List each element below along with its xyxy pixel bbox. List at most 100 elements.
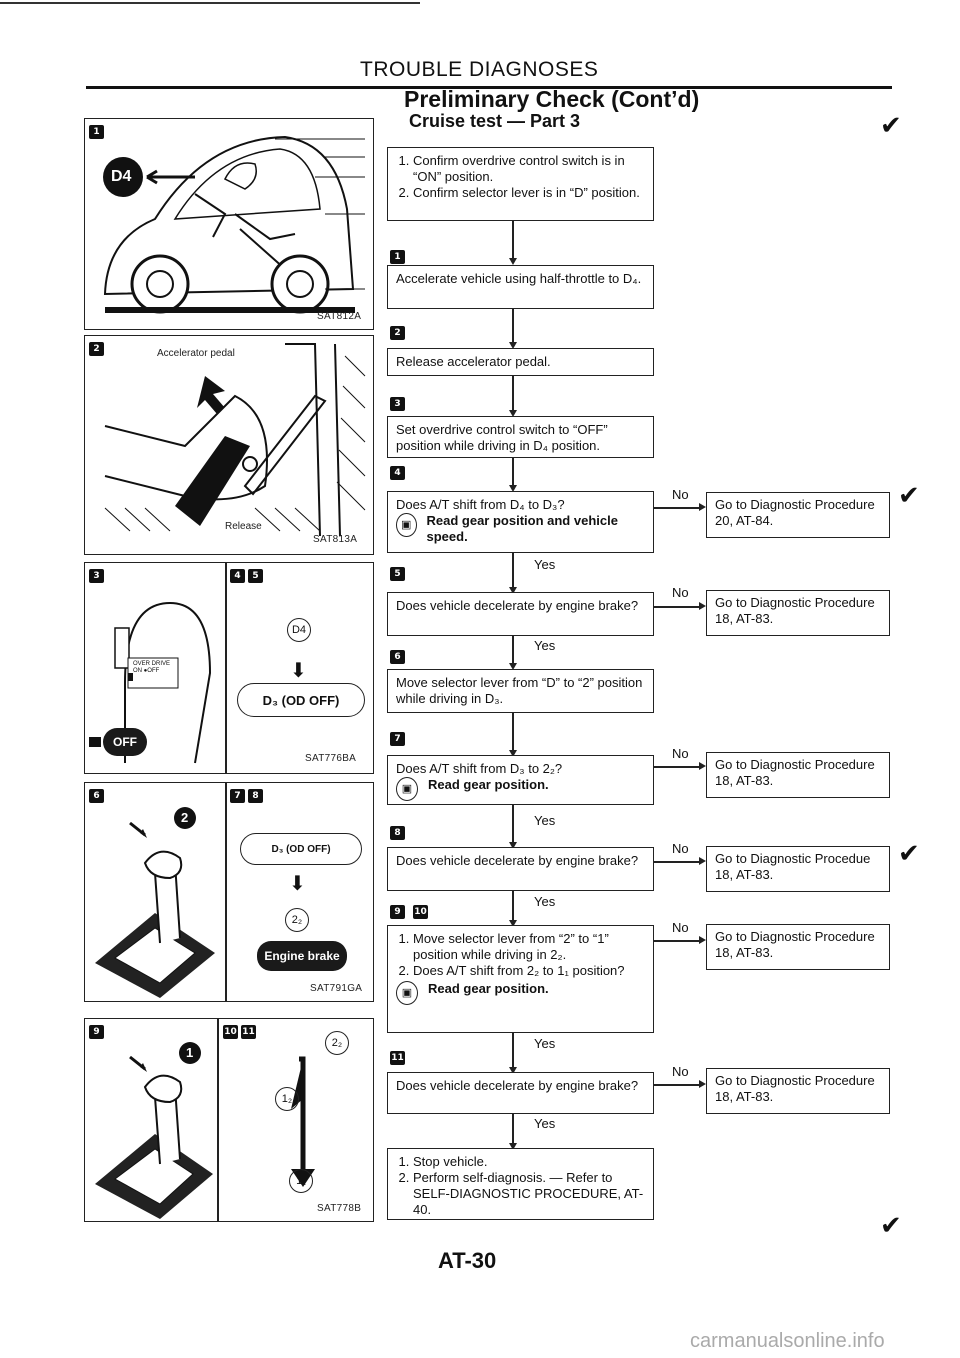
- margin-check-icon: ✔: [898, 838, 920, 868]
- d3-od-off-oval: D₃ (OD OFF): [237, 683, 365, 717]
- step-4-note: Read gear position and vehicle speed.: [426, 513, 618, 544]
- flow-connector: [512, 458, 514, 486]
- off-button: OFF: [89, 728, 149, 756]
- flow-connector: [512, 553, 514, 588]
- step-badge: 6: [390, 650, 405, 664]
- no-label: No: [672, 585, 689, 600]
- yes-label: Yes: [534, 638, 556, 653]
- intro-box: Confirm overdrive control switch is in “…: [387, 147, 654, 221]
- step-11-text: Does vehicle decelerate by engine brake?: [396, 1078, 639, 1093]
- watermark: carmanualsonline.info: [690, 1330, 885, 1352]
- flow-arrow-icon: [509, 342, 517, 349]
- no-label: No: [672, 1064, 689, 1079]
- no-target-text: Go to Diagnostic Procedure 18, AT-83.: [715, 595, 875, 626]
- step-4-question: Does A/T shift from D₄ to D₃?: [396, 497, 565, 512]
- final-item-2: Perform self-diagnosis. — Refer to SELF-…: [413, 1170, 645, 1218]
- top-rule: [0, 2, 420, 4]
- step-9-item-1: Move selector lever from “2” to “1” posi…: [413, 931, 645, 963]
- gear-1-2-circle: 1₂: [275, 1087, 299, 1111]
- down-arrow-icon: ⬇: [290, 660, 307, 682]
- down-arrow-icon: ⬇: [289, 873, 306, 895]
- d4-label: D4: [111, 168, 132, 185]
- section-header: TROUBLE DIAGNOSES: [360, 58, 599, 81]
- gear-2-2-circle: 2₂: [285, 908, 309, 932]
- step-badge: 10: [413, 905, 428, 919]
- step-2-text: Release accelerator pedal.: [396, 354, 551, 369]
- step-badge: 5: [390, 567, 405, 581]
- margin-check-icon: ✔: [880, 1210, 902, 1240]
- step-4-box: Does A/T shift from D₄ to D₃? ▣ Read gear…: [387, 491, 654, 553]
- engine-brake-pill: Engine brake: [257, 941, 347, 971]
- illustration-panel-3: 3 4 5 OVER DRIVE ON ●OFF OFF D4 ⬇ D₃ (OD…: [84, 562, 374, 774]
- step-1-text: Accelerate vehicle using half-throttle t…: [396, 271, 642, 286]
- step-4-no-target: Go to Diagnostic Procedure 20, AT-84.: [706, 492, 890, 538]
- panel-divider: [225, 783, 227, 1001]
- step-badge: 5: [248, 569, 263, 583]
- no-label: No: [672, 746, 689, 761]
- gear-indicator-icon: ▣: [396, 513, 417, 537]
- page-subtitle: Cruise test — Part 3: [409, 111, 581, 131]
- step-11-box: Does vehicle decelerate by engine brake?: [387, 1072, 654, 1114]
- step-badge: 7: [390, 732, 405, 746]
- step-badge: 9: [89, 1025, 104, 1039]
- step-9-no-target: Go to Diagnostic Procedure 18, AT-83.: [706, 924, 890, 970]
- yes-label: Yes: [534, 1116, 556, 1131]
- step-badge: 8: [248, 789, 263, 803]
- step-7-no-target: Go to Diagnostic Procedure 18, AT-83.: [706, 752, 890, 798]
- step-badge: 9: [390, 905, 405, 919]
- flow-connector: [654, 507, 700, 509]
- flow-arrow-icon: [509, 1143, 517, 1150]
- step-8-no-target: Go to Diagnostic Procedue 18, AT-83.: [706, 846, 890, 892]
- d4-circle: D4: [287, 618, 311, 642]
- flow-arrow-icon: [509, 485, 517, 492]
- illustration-panel-5: 9 10 11 1 2₂ 1₂ 1₁ SAT778B: [84, 1018, 374, 1222]
- no-target-text: Go to Diagnostic Procedure 18, AT-83.: [715, 757, 875, 788]
- illustration-panel-2: 2 Accelerator pedal Release SAT813A: [84, 335, 374, 555]
- shift-lever-illustration: [114, 601, 212, 764]
- step-badge: 8: [390, 826, 405, 840]
- step-badge: 1: [390, 250, 405, 264]
- step-badge: 11: [390, 1051, 405, 1065]
- final-box: Stop vehicle. Perform self-diagnosis. — …: [387, 1148, 654, 1220]
- d3-od-off-oval: D₃ (OD OFF): [240, 833, 362, 865]
- header-rule: [86, 86, 892, 89]
- no-target-text: Go to Diagnostic Procedue 18, AT-83.: [715, 851, 871, 882]
- step-badge: 3: [390, 397, 405, 411]
- no-label: No: [672, 920, 689, 935]
- step-7-note: Read gear position.: [428, 777, 549, 792]
- flow-arrow-icon: [699, 936, 706, 944]
- gear-1-1-circle: 1₁: [289, 1169, 313, 1193]
- margin-check-icon: ✔: [880, 110, 902, 140]
- gear-indicator-icon: ▣: [396, 981, 418, 1005]
- gear-indicator-icon: ▣: [396, 777, 418, 801]
- step-badge: 10: [223, 1025, 238, 1039]
- flow-connector: [512, 309, 514, 343]
- illustration-panel-4: 6 7 8 2 D₃ (OD OFF) ⬇ 2₂ Engine brake SA…: [84, 782, 374, 1002]
- step-5-box: Does vehicle decelerate by engine brake?: [387, 592, 654, 636]
- step-6-text: Move selector lever from “D” to “2” posi…: [396, 675, 643, 706]
- step-badge: 4: [230, 569, 245, 583]
- step-badge: 2: [390, 326, 405, 340]
- step-6-box: Move selector lever from “D” to “2” posi…: [387, 669, 654, 713]
- car-driver-illustration: [103, 135, 365, 314]
- flow-connector: [512, 891, 514, 921]
- flow-connector: [512, 805, 514, 843]
- flow-arrow-icon: [699, 602, 706, 610]
- flow-arrow-icon: [699, 1080, 706, 1088]
- flow-arrow-icon: [509, 587, 517, 594]
- yes-label: Yes: [534, 894, 556, 909]
- step-8-text: Does vehicle decelerate by engine brake?: [396, 853, 639, 868]
- final-item-1: Stop vehicle.: [413, 1154, 645, 1170]
- flow-arrow-icon: [699, 857, 706, 865]
- page-title: Preliminary Check (Cont’d): [404, 86, 700, 112]
- flow-connector: [512, 221, 514, 259]
- yes-label: Yes: [534, 1036, 556, 1051]
- step-badge: 1: [89, 125, 104, 139]
- gate-lever-illustration: [95, 1042, 213, 1219]
- flow-connector: [512, 713, 514, 751]
- flow-connector: [512, 636, 514, 664]
- step-number: 2: [181, 810, 189, 825]
- step-9-note: Read gear position.: [428, 981, 549, 996]
- release-label: Release: [225, 521, 262, 532]
- accelerator-pedal-label: Accelerator pedal: [157, 348, 235, 359]
